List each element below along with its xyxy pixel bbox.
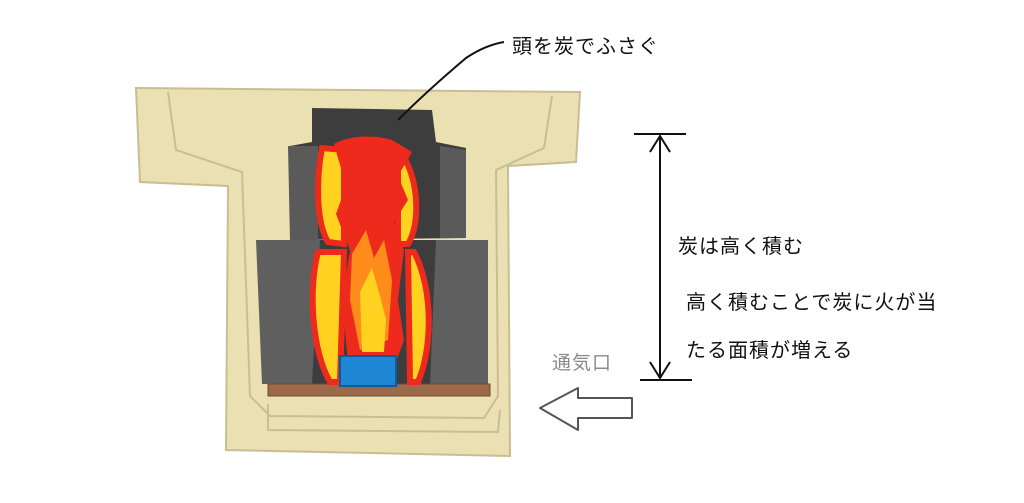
label-explanation-line1: 高く積むことで炭に火が当 [686,290,938,314]
stove-inner-wall [167,91,553,420]
label-cover-head: 頭を炭でふさぐ [512,34,659,58]
label-explanation-line2: たる面積が増える [686,338,854,362]
charcoal-bottom-right-shade [430,240,488,384]
label-vent: 通気口 [552,352,613,374]
charcoal-bottom-left-shade [256,240,320,384]
flame-left-bottom [309,249,348,385]
flame-left-top [315,144,347,248]
arrow-left-outline-icon [539,387,633,431]
label-stack-high: 炭は高く積む [678,234,804,258]
double-arrow-vertical-icon [634,133,692,381]
fuel-block [339,355,397,387]
charcoal-top-left-shade [288,146,318,240]
stove-base-rim [267,404,501,434]
callout-line [397,41,505,121]
flame-inner-yellow [360,268,386,352]
flame-right-bottom [404,249,432,385]
charcoal-top-right-shade [440,146,466,238]
